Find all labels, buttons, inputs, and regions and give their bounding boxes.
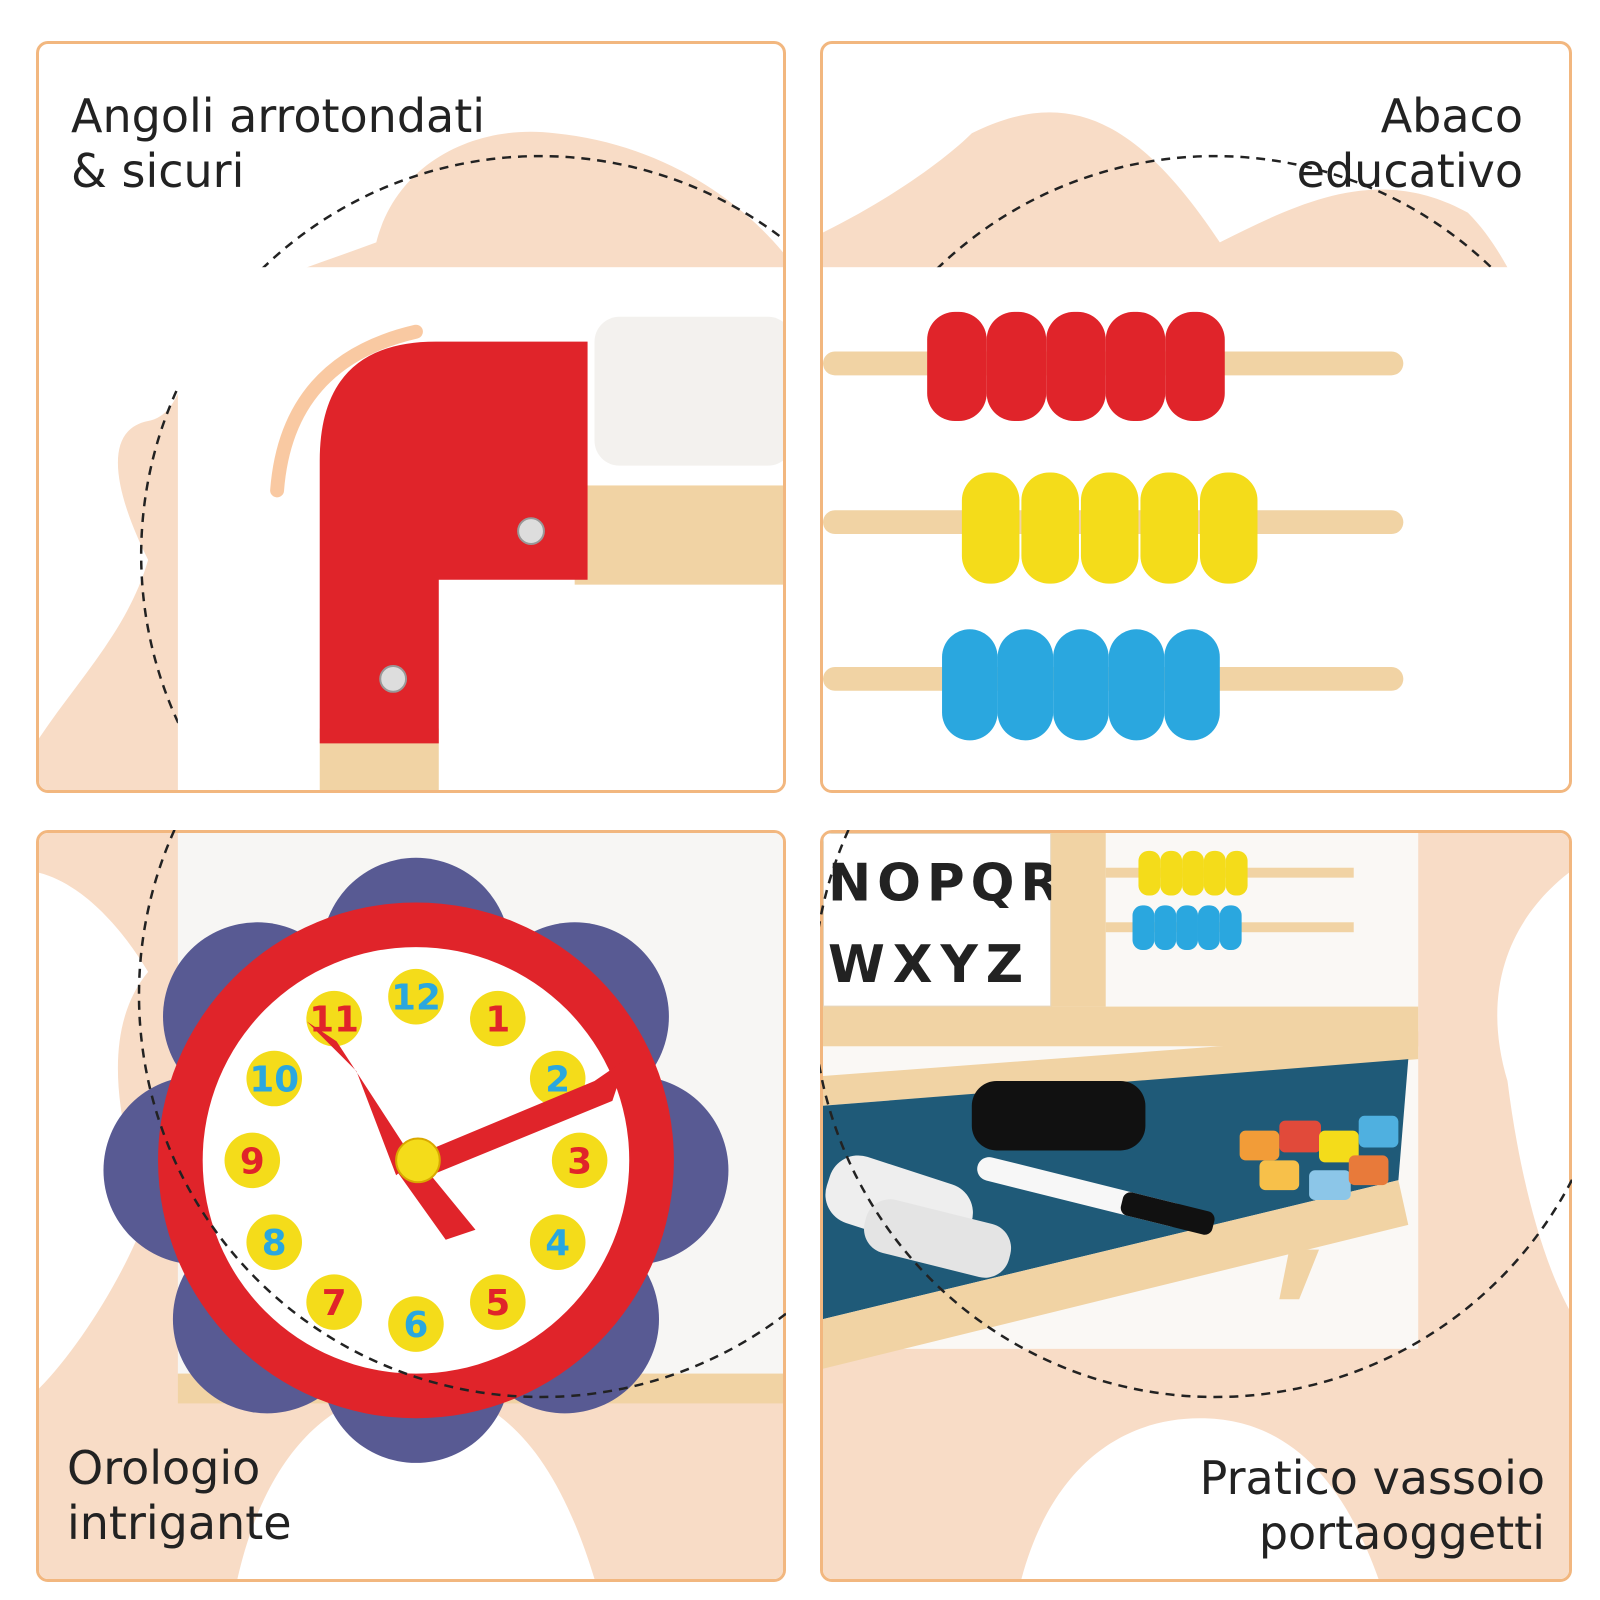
board-letters-row2: WXYZ <box>828 935 1031 995</box>
clock-center-cap <box>395 1137 441 1184</box>
abacus-bead-icon <box>1021 472 1079 584</box>
caption-tray: Pratico vassoio portaoggetti <box>1200 1451 1545 1561</box>
abacus-bead-icon <box>942 629 998 741</box>
panel-tray: NOPQR WXYZ <box>820 830 1572 1582</box>
abacus-bead-icon <box>961 472 1020 584</box>
abacus-bead-icon <box>1080 472 1139 584</box>
eraser-icon <box>971 1081 1146 1151</box>
panel-abacus: Abaco educativo <box>820 41 1572 793</box>
blue-beads <box>1132 905 1242 951</box>
clock-number: 6 <box>404 1305 429 1346</box>
yellow-beads <box>1138 850 1248 896</box>
clock-number: 3 <box>567 1141 592 1182</box>
magnet-letter <box>1348 1155 1389 1186</box>
caption-line: educativo <box>1296 144 1523 198</box>
magnet-letter <box>1309 1170 1351 1201</box>
caption-line: Abaco <box>1380 89 1523 143</box>
caption-clock: Orologio intrigante <box>67 1441 292 1551</box>
clock-number: 10 <box>249 1059 299 1100</box>
caption-line: Orologio <box>67 1441 261 1495</box>
caption-line: Pratico vassoio <box>1199 1451 1545 1505</box>
clock-number: 9 <box>240 1141 265 1182</box>
caption-abacus: Abaco educativo <box>1297 89 1523 199</box>
abacus-bead-icon <box>1140 472 1198 584</box>
abacus-bead-icon <box>1199 472 1258 584</box>
magnet-letter <box>1239 1130 1280 1161</box>
caption-line: intrigante <box>67 1496 292 1550</box>
abacus-bead-icon <box>1176 905 1198 951</box>
clock-number: 12 <box>391 978 441 1019</box>
abacus-bead-icon <box>1053 629 1109 741</box>
abacus-bead-icon <box>1165 311 1225 421</box>
abacus-bead-icon <box>1046 311 1106 421</box>
board-letters-row1: NOPQR <box>828 853 1066 913</box>
clock-number: 1 <box>485 1000 510 1041</box>
screw-icon <box>517 517 545 545</box>
clock-number: 4 <box>545 1223 570 1264</box>
abacus-bead-icon <box>1105 311 1166 421</box>
magnet-letter <box>1259 1160 1300 1191</box>
red-beads <box>927 311 1225 421</box>
dashed-circle <box>140 154 783 790</box>
magnet-letter <box>1358 1115 1399 1148</box>
clock-number: 5 <box>485 1283 510 1324</box>
abacus-bead-icon <box>1160 850 1183 896</box>
motion-arc <box>270 324 423 498</box>
magnet-letter <box>1279 1120 1321 1153</box>
abacus-bead-icon <box>1132 905 1155 951</box>
yellow-beads <box>961 472 1258 584</box>
abacus-bead-icon <box>986 311 1047 421</box>
abacus-bead-icon <box>997 629 1054 741</box>
abacus-bead-icon <box>1138 850 1161 896</box>
clock-number: 8 <box>262 1223 287 1264</box>
screw-icon <box>379 665 408 693</box>
wood-rail <box>574 485 783 585</box>
caption-rounded-corners: Angoli arrotondati & sicuri <box>71 89 485 199</box>
abacus-illustration <box>823 112 1569 790</box>
clock-number: 7 <box>322 1283 347 1324</box>
caption-line: Angoli arrotondati <box>71 89 486 143</box>
abacus-bead-icon <box>1182 850 1204 896</box>
abacus-bead-icon <box>927 311 987 421</box>
panel-rounded-corners: Angoli arrotondati & sicuri <box>36 41 786 793</box>
rounded-corner-illustration <box>39 131 783 790</box>
abacus-bead-icon <box>1219 905 1242 951</box>
wood-post <box>1051 833 1106 1007</box>
whiteboard-edge <box>594 316 783 466</box>
caption-line: & sicuri <box>71 144 245 198</box>
abacus-bead-icon <box>1108 629 1165 741</box>
abacus-bead-icon <box>1164 629 1220 741</box>
blue-beads <box>942 629 1220 741</box>
abacus-bead-icon <box>1154 905 1177 951</box>
abacus-bead-icon <box>1197 905 1220 951</box>
corner-bracket-icon <box>319 341 588 744</box>
dashed-circle <box>823 154 1569 790</box>
caption-line: portaoggetti <box>1258 1506 1545 1560</box>
abacus-bead-icon <box>1203 850 1226 896</box>
clock-number: 11 <box>309 1000 359 1041</box>
abacus-bead-icon <box>1225 850 1248 896</box>
